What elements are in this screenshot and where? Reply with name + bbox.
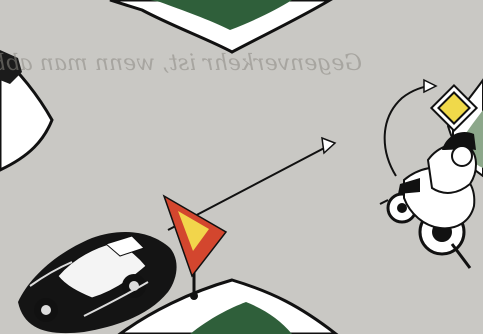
- mirrored-road-text: Gegenverkehr ist, wenn man abbiegt: [0, 51, 362, 76]
